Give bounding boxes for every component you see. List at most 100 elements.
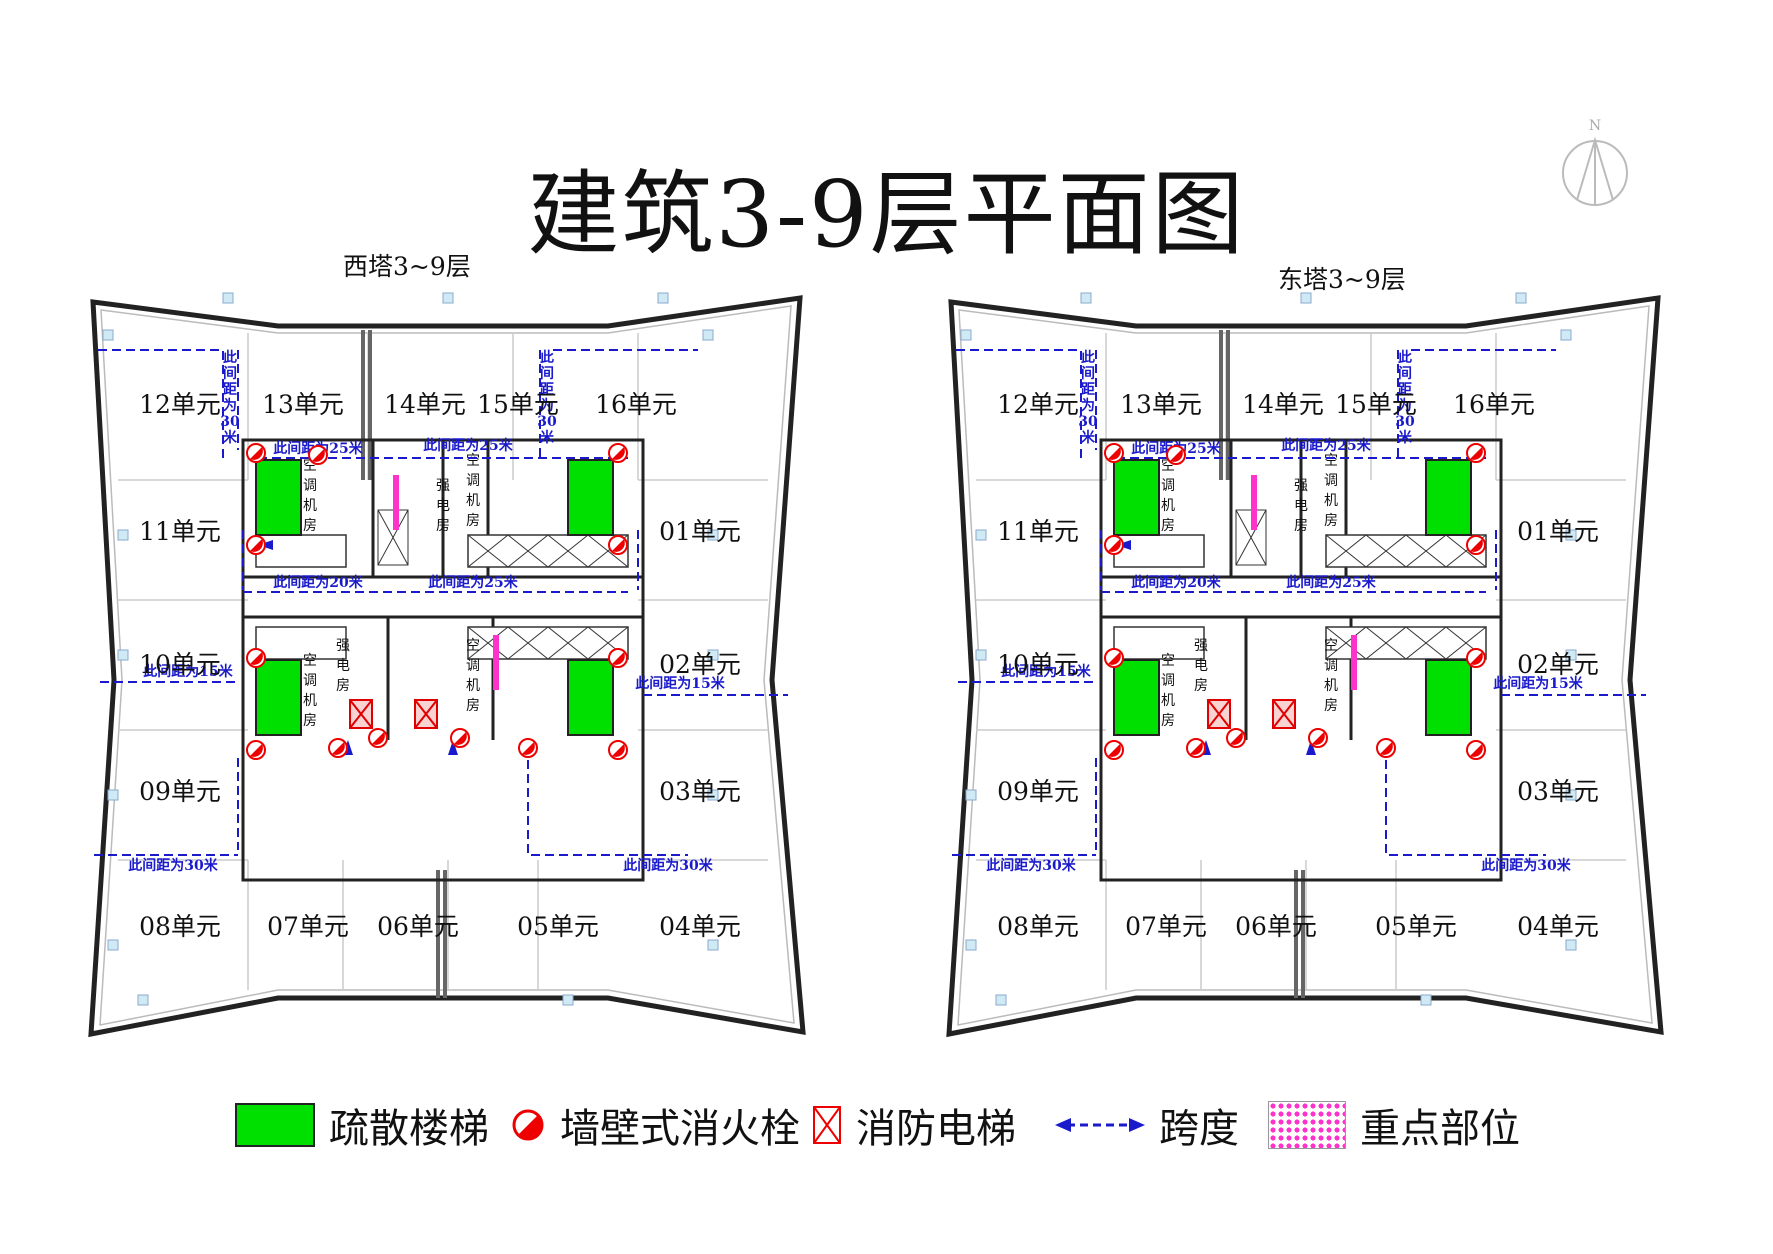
hydrant-icon [1466, 535, 1486, 555]
unit-label: 11单元 [997, 517, 1079, 546]
east-tower-label: 东塔3~9层 [1278, 265, 1406, 294]
unit-label: 16单元 [1453, 390, 1535, 419]
key-areas [1251, 475, 1357, 690]
hydrant-icon [518, 738, 538, 758]
ac-room-label: 房 [466, 513, 480, 529]
evacuation-stair [1425, 659, 1472, 736]
stair-swatch [235, 1103, 315, 1147]
unit-label: 13单元 [262, 390, 344, 419]
ac-room-label: 机 [303, 693, 317, 709]
power-room-label: 电 [336, 658, 350, 674]
span-label: 此间距为15米 [635, 675, 725, 692]
span-label: 此间距为25米 [1281, 437, 1371, 454]
hydrant-icon [608, 443, 628, 463]
span-label-vertical: 为 [223, 397, 237, 414]
key-area-pattern [1268, 1101, 1346, 1149]
ac-room-label: 调 [303, 478, 317, 494]
unit-label: 03单元 [1517, 777, 1599, 806]
column-markers [960, 292, 1577, 1006]
span-label-vertical: 此 [223, 349, 237, 366]
legend-item-hydrant: 墙壁式消火栓 [510, 1090, 800, 1160]
unit-labels: 12单元 13单元 14单元 15单元 16单元 11单元 01单元 10单元 … [139, 390, 741, 941]
unit-label: 06单元 [377, 912, 459, 941]
span-label-vertical: 30 [220, 414, 240, 430]
corridor-walls [361, 330, 447, 998]
legend-label: 跨度 [1159, 1106, 1239, 1152]
west-tower-plan: 空 调 机 房 空 调 机 房 强 电 房 空 调 机 房 强 电 房 空 调 … [88, 290, 808, 1044]
fire-elevators [1207, 699, 1296, 729]
legend-label: 墙壁式消火栓 [560, 1106, 800, 1152]
unit-label: 10单元 [997, 650, 1079, 679]
span-label-vertical: 30 [537, 414, 557, 430]
power-room-label: 强 [1194, 638, 1208, 654]
hydrant-icon [1104, 443, 1124, 463]
hydrant-icon [1376, 738, 1396, 758]
span-label: 此间距为15米 [143, 663, 233, 680]
span-label-vertical: 米 [540, 429, 555, 446]
unit-label: 09单元 [997, 777, 1079, 806]
key-area [1351, 635, 1357, 690]
hydrant-icon [1166, 445, 1186, 465]
ac-room-label: 空 [1324, 638, 1338, 654]
legend-label: 疏散楼梯 [329, 1106, 489, 1152]
legend-item-fire-elevator: 消防电梯 [812, 1090, 1016, 1160]
evacuation-stairs [255, 459, 614, 736]
legend-label: 消防电梯 [856, 1106, 1016, 1152]
ac-room-label: 房 [1161, 518, 1175, 534]
span-label: 此间距为15米 [1493, 675, 1583, 692]
span-arrow-icon [448, 740, 458, 755]
unit-label: 01单元 [1517, 517, 1599, 546]
ac-room-label: 调 [1161, 478, 1175, 494]
west-plan-drawing: 空 调 机 房 空 调 机 房 强 电 房 空 调 机 房 强 电 房 空 调 … [88, 292, 806, 1038]
ac-room-label: 空 [466, 638, 480, 654]
evacuation-stair [255, 659, 302, 736]
ac-room-label: 房 [1324, 698, 1338, 714]
north-arrow-icon: N [1562, 118, 1628, 206]
legend-item-span: 跨度 [1055, 1090, 1239, 1160]
unit-label: 13单元 [1120, 390, 1202, 419]
unit-partitions [976, 333, 1626, 990]
span-arrow-icon [1055, 1118, 1145, 1132]
ac-room-label: 空 [303, 653, 317, 669]
power-room-label: 电 [436, 498, 450, 514]
power-room-label: 房 [436, 518, 450, 534]
evacuation-stair [1113, 659, 1160, 736]
span-label-vertical: 米 [1081, 429, 1096, 446]
unit-label: 07单元 [1125, 912, 1207, 941]
hydrant-icon [1104, 740, 1124, 760]
column-markers [102, 292, 719, 1006]
hydrant-icon [246, 740, 266, 760]
span-label-vertical: 间 [1081, 365, 1095, 382]
power-room-label: 强 [1294, 478, 1308, 494]
hydrant-icon [1466, 648, 1486, 668]
ac-room-label: 机 [1324, 678, 1338, 694]
hydrant-icon [246, 648, 266, 668]
legend: 疏散楼梯 墙壁式消火栓 消防电梯 跨度 重点部位 [0, 1090, 1773, 1160]
ac-room-label: 机 [466, 493, 480, 509]
key-area [493, 635, 499, 690]
span-label: 此间距为20米 [1131, 574, 1221, 591]
unit-label: 14单元 [384, 390, 466, 419]
span-label-vertical: 米 [223, 429, 238, 446]
stair-wells [255, 534, 629, 660]
key-areas [393, 475, 499, 690]
unit-label: 10单元 [139, 650, 221, 679]
ac-room-label: 房 [1324, 513, 1338, 529]
ac-room-label: 调 [466, 473, 480, 489]
span-label-vertical: 30 [1078, 414, 1098, 430]
span-label: 此间距为25米 [423, 437, 513, 454]
span-lines [952, 349, 1646, 856]
unit-label: 02单元 [659, 650, 741, 679]
east-tower-plan: 空 调 机 房 空 调 机 房 强 电 房 空 调 机 房 强 电 房 空 调 … [946, 290, 1666, 1044]
span-label-vertical: 距 [1398, 382, 1412, 398]
ac-room-label: 机 [1324, 493, 1338, 509]
span-label-vertical: 此 [1398, 349, 1412, 366]
span-label-vertical: 距 [540, 382, 554, 398]
span-label-vertical: 距 [223, 382, 237, 398]
span-label-vertical: 30 [1395, 414, 1415, 430]
unit-label: 15单元 [1335, 390, 1417, 419]
ac-room-label: 房 [466, 698, 480, 714]
stair-treads [1235, 509, 1487, 660]
hydrant-icon [608, 535, 628, 555]
hydrant-icon [246, 535, 266, 555]
